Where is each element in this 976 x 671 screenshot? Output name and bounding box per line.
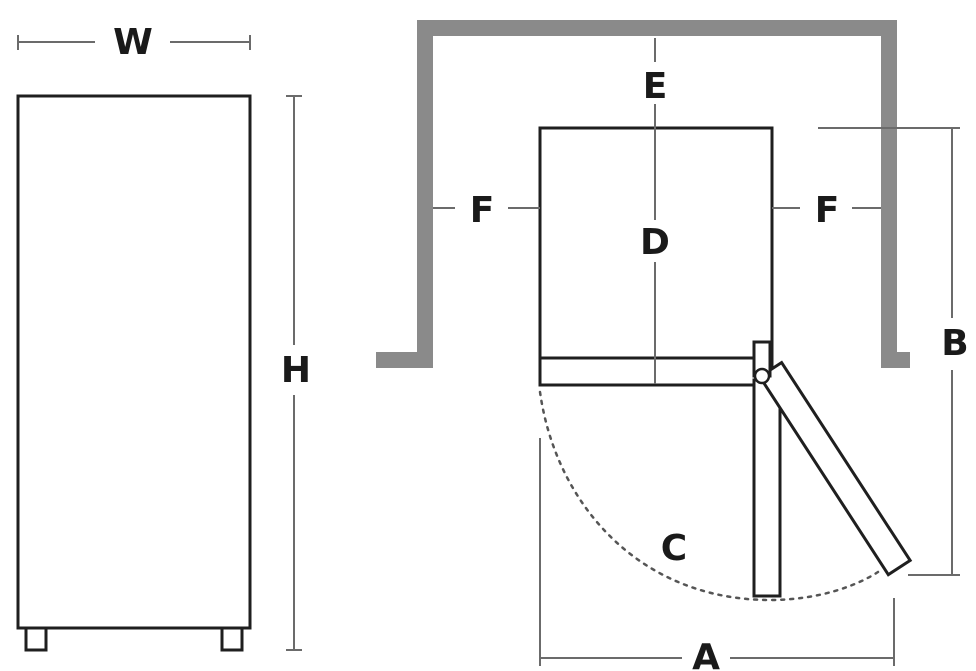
top-view: E D F F B C [376, 20, 969, 671]
side-clearance-right: F [772, 190, 881, 231]
door-swing-arc [538, 390, 880, 602]
total-depth-label: B [941, 323, 968, 364]
open-width-dimension: A [539, 438, 895, 671]
fridge-front-body [16, 94, 252, 630]
width-label: W [113, 22, 153, 63]
depth-label: D [640, 222, 670, 263]
door-open-angled [757, 360, 913, 577]
width-dimension: W [17, 22, 251, 63]
clearance-top-label: E [643, 66, 668, 107]
height-dimension: H [281, 95, 311, 651]
fridge-foot-right [220, 626, 244, 652]
side-clearance-left: F [433, 190, 540, 231]
depth-dimension: E D [640, 38, 670, 384]
door-swing-label: C [661, 528, 687, 569]
door-open-90 [752, 378, 782, 598]
open-width-label: A [692, 637, 720, 671]
hinge-pivot [753, 367, 771, 385]
side-clearance-left-label: F [470, 190, 495, 231]
height-label: H [281, 350, 311, 391]
total-depth-dimension: B [818, 127, 969, 576]
side-clearance-right-label: F [815, 190, 840, 231]
front-view: W H [16, 22, 311, 652]
alcove-wall [376, 20, 910, 368]
fridge-foot-left [24, 626, 48, 652]
